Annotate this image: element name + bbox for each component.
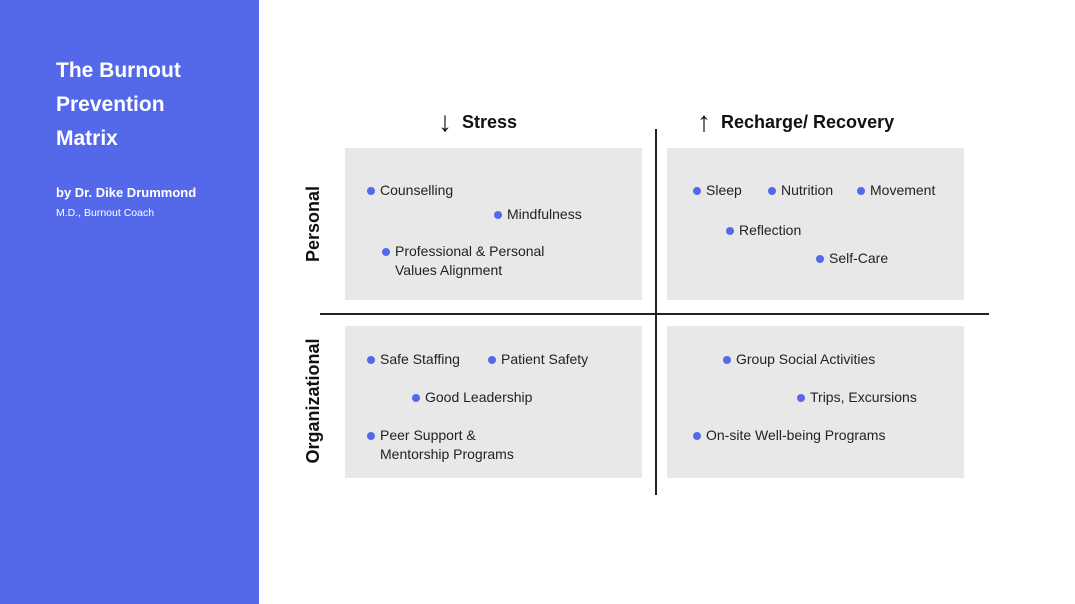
item-text: Group Social Activities — [736, 351, 876, 367]
title-line-2: Prevention — [56, 93, 165, 116]
item-text-2: Values Alignment — [395, 262, 503, 278]
item-text: Mindfulness — [507, 206, 582, 222]
bullet-dot — [797, 394, 805, 402]
list-item: Movement — [870, 181, 935, 200]
item-text: Movement — [870, 182, 936, 198]
bullet-dot — [816, 255, 824, 263]
list-item: Group Social Activities — [736, 350, 875, 369]
column-header-stress: ↓ Stress — [438, 108, 517, 136]
item-text: Counselling — [380, 182, 454, 198]
bullet-dot — [693, 187, 701, 195]
author: by Dr. Dike Drummond — [56, 185, 197, 200]
row-label-organizational: Organizational — [303, 338, 323, 464]
quadrant-organizational-recovery: Group Social Activities Trips, Excursion… — [667, 326, 964, 478]
item-text: Nutrition — [781, 182, 834, 198]
item-text: Reflection — [739, 222, 802, 238]
list-item: Reflection — [739, 221, 801, 240]
list-item: Patient Safety — [501, 350, 588, 369]
column-label-stress: Stress — [462, 111, 518, 132]
bullet-dot — [723, 356, 731, 364]
title-line-1: The Burnout — [56, 59, 181, 82]
bullet-dot — [367, 356, 375, 364]
arrow-down-icon: ↓ — [438, 106, 452, 137]
item-text: On-site Well-being Programs — [706, 427, 886, 443]
list-item: Trips, Excursions — [810, 388, 917, 407]
column-header-recovery: ↑ Recharge/ Recovery — [697, 108, 894, 136]
item-text: Safe Staffing — [380, 351, 460, 367]
horizontal-axis-line — [320, 313, 989, 315]
quadrant-personal-recovery: Sleep Nutrition Movement Reflection Self… — [667, 148, 964, 300]
page-title: The Burnout Prevention Matrix — [56, 54, 181, 156]
quadrant-personal-stress: Counselling Mindfulness Professional & P… — [345, 148, 642, 300]
column-label-recovery: Recharge/ Recovery — [721, 111, 895, 132]
item-text: Patient Safety — [501, 351, 589, 367]
arrow-up-icon: ↑ — [697, 106, 711, 137]
title-line-3: Matrix — [56, 127, 118, 150]
list-item: Sleep — [706, 181, 742, 200]
bullet-dot — [412, 394, 420, 402]
quadrant-organizational-stress: Safe Staffing Patient Safety Good Leader… — [345, 326, 642, 478]
item-text: Good Leadership — [425, 389, 533, 405]
row-label-personal: Personal — [303, 185, 323, 263]
list-item: Self-Care — [829, 249, 888, 268]
list-item: Good Leadership — [425, 388, 532, 407]
list-item: On-site Well-being Programs — [706, 426, 885, 445]
item-text: Trips, Excursions — [810, 389, 917, 405]
item-text-2: Mentorship Programs — [380, 446, 514, 462]
vertical-axis-line — [655, 129, 657, 495]
author-role: M.D., Burnout Coach — [56, 207, 155, 219]
list-item: Professional & Personal Values Alignment — [395, 242, 544, 280]
list-item: Peer Support & Mentorship Programs — [380, 426, 514, 464]
bullet-dot — [382, 248, 390, 256]
bullet-dot — [693, 432, 701, 440]
item-text: Sleep — [706, 182, 742, 198]
item-text: Professional & Personal — [395, 243, 545, 259]
bullet-dot — [726, 227, 734, 235]
bullet-dot — [768, 187, 776, 195]
bullet-dot — [367, 432, 375, 440]
item-text: Self-Care — [829, 250, 889, 266]
list-item: Counselling — [380, 181, 453, 200]
bullet-dot — [494, 211, 502, 219]
list-item: Mindfulness — [507, 205, 582, 224]
list-item: Safe Staffing — [380, 350, 460, 369]
sidebar: The Burnout Prevention Matrix by Dr. Dik… — [0, 0, 259, 604]
bullet-dot — [857, 187, 865, 195]
list-item: Nutrition — [781, 181, 833, 200]
bullet-dot — [367, 187, 375, 195]
bullet-dot — [488, 356, 496, 364]
item-text: Peer Support & — [380, 427, 476, 443]
